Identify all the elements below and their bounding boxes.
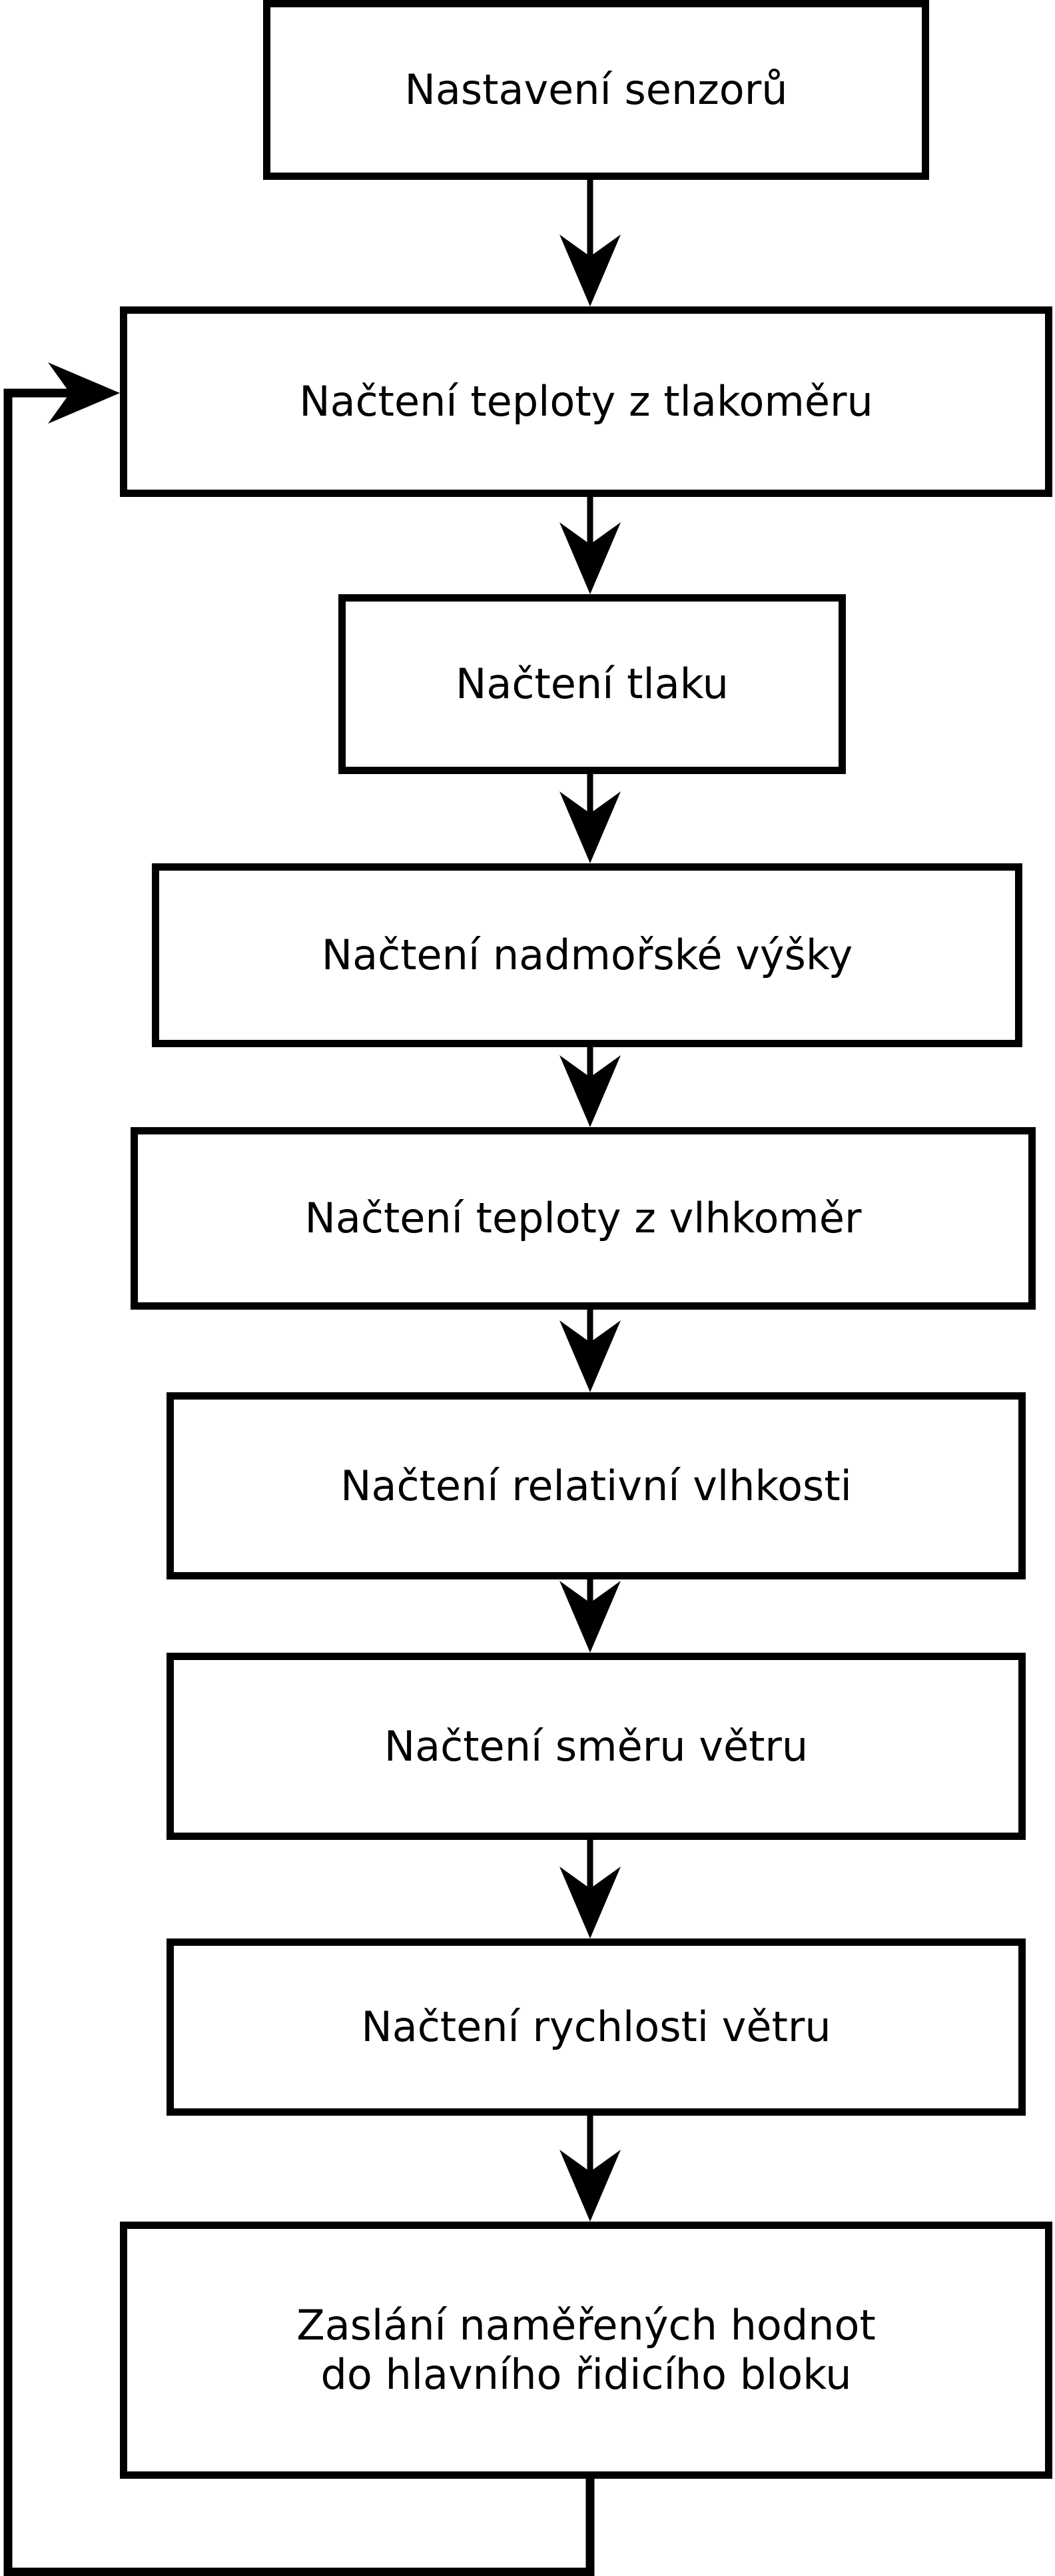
flow-node-nacteni-teploty-vlhkomer[interactable]: Načtení teploty z vlhkoměr xyxy=(131,1127,1036,1310)
flow-node-label: Načtení relativní vlhkosti xyxy=(340,1461,852,1510)
edge-node9-loopback-to-node2 xyxy=(3,362,595,2576)
flow-node-nacteni-relativni-vlhkosti[interactable]: Načtení relativní vlhkosti xyxy=(167,1392,1026,1579)
edge-node6-to-node7 xyxy=(559,1579,621,1653)
edge-node4-to-node5 xyxy=(559,1047,621,1127)
flow-node-nacteni-nadmorske-vysky[interactable]: Načtení nadmořské výšky xyxy=(152,863,1022,1047)
flow-node-zaslani-namerenych-hodnot[interactable]: Zaslání naměřených hodnot do hlavního ři… xyxy=(120,2222,1052,2479)
flow-node-nacteni-smeru-vetru[interactable]: Načtení směru větru xyxy=(167,1653,1026,1840)
flow-node-label: Nastavení senzorů xyxy=(404,65,788,115)
flow-node-label: Načtení teploty z vlhkoměr xyxy=(304,1194,862,1243)
edge-node2-to-node3 xyxy=(559,497,621,594)
edge-node3-to-node4 xyxy=(559,774,621,863)
edge-node8-to-node9 xyxy=(559,2116,621,2222)
edge-node5-to-node6 xyxy=(559,1310,621,1392)
flow-node-nacteni-tlaku[interactable]: Načtení tlaku xyxy=(338,594,846,774)
flow-node-nastaveni-senzoru[interactable]: Nastavení senzorů xyxy=(263,0,929,180)
flow-node-nacteni-teploty-tlakomer[interactable]: Načtení teploty z tlakoměru xyxy=(120,306,1052,497)
flow-node-label: Načtení rychlosti větru xyxy=(361,2002,831,2052)
edge-node1-to-node2 xyxy=(559,180,621,306)
flow-node-label: Zaslání naměřených hodnot do hlavního ři… xyxy=(296,2300,876,2399)
flow-node-label: Načtení směru větru xyxy=(384,1721,809,1771)
flow-node-label: Načtení tlaku xyxy=(456,659,729,709)
edge-node7-to-node8 xyxy=(559,1840,621,1938)
flow-node-nacteni-rychlosti-vetru[interactable]: Načtení rychlosti větru xyxy=(167,1938,1026,2116)
flow-node-label: Načtení teploty z tlakoměru xyxy=(299,377,873,426)
flow-node-label: Načtení nadmořské výšky xyxy=(321,931,853,980)
